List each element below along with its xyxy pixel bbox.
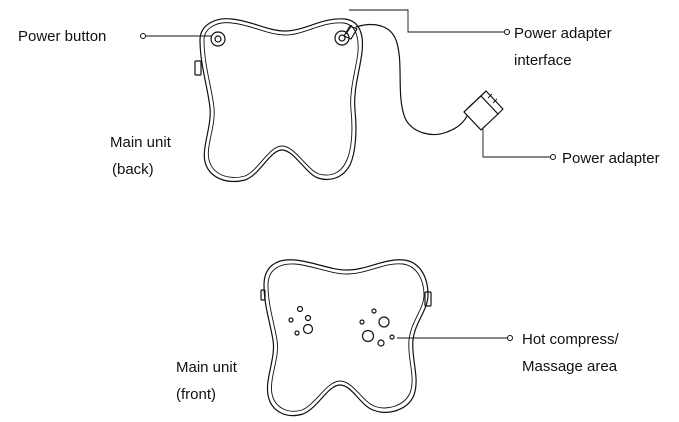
power-button-center bbox=[214, 35, 222, 43]
label-main-unit-back-line1: Main unit bbox=[110, 134, 172, 151]
label-power-adapter-interface-line1: Power adapter bbox=[514, 25, 612, 42]
label-power-button: Power button bbox=[18, 28, 106, 45]
label-power-adapter-interface-line2: interface bbox=[514, 52, 572, 69]
power-adapter-edge bbox=[463, 90, 487, 113]
label-power-adapter: Power adapter bbox=[562, 150, 660, 167]
side-tab-front-right bbox=[424, 291, 432, 307]
main-unit-back-outline bbox=[199, 18, 364, 183]
power-button-ring bbox=[210, 31, 226, 47]
label-main-unit-front-line2: (front) bbox=[176, 386, 216, 403]
side-tab-front-left bbox=[260, 289, 266, 301]
leader-power-button bbox=[140, 33, 211, 39]
plug-connector bbox=[343, 25, 358, 40]
leader-power-adapter-interface bbox=[349, 9, 510, 35]
main-unit-front bbox=[260, 259, 432, 417]
power-adapter-prong-1 bbox=[487, 93, 493, 99]
label-main-unit-front-line1: Main unit bbox=[176, 359, 238, 376]
main-unit-front-outline bbox=[263, 259, 429, 417]
massage-nodes-right bbox=[359, 308, 395, 347]
power-adapter-body bbox=[463, 95, 499, 131]
power-button[interactable] bbox=[210, 31, 226, 47]
leader-power-adapter bbox=[482, 128, 556, 160]
adapter-cable bbox=[355, 24, 468, 136]
side-tab-back bbox=[194, 60, 202, 76]
label-hot-compress-line1: Hot compress/ bbox=[522, 331, 620, 348]
main-unit-back-inner-outline bbox=[203, 22, 359, 178]
main-unit-front-inner-outline bbox=[267, 263, 425, 412]
leader-hot-compress bbox=[397, 335, 513, 341]
main-unit-back bbox=[194, 18, 364, 183]
label-hot-compress-line2: Massage area bbox=[522, 358, 618, 375]
plug-connector-tip bbox=[345, 24, 353, 35]
power-adapter-prong-2 bbox=[492, 98, 498, 104]
massage-nodes-left bbox=[288, 305, 314, 336]
label-main-unit-back-line2: (back) bbox=[112, 161, 154, 178]
power-adapter-interface-center bbox=[338, 34, 346, 42]
power-adapter[interactable] bbox=[463, 90, 504, 131]
